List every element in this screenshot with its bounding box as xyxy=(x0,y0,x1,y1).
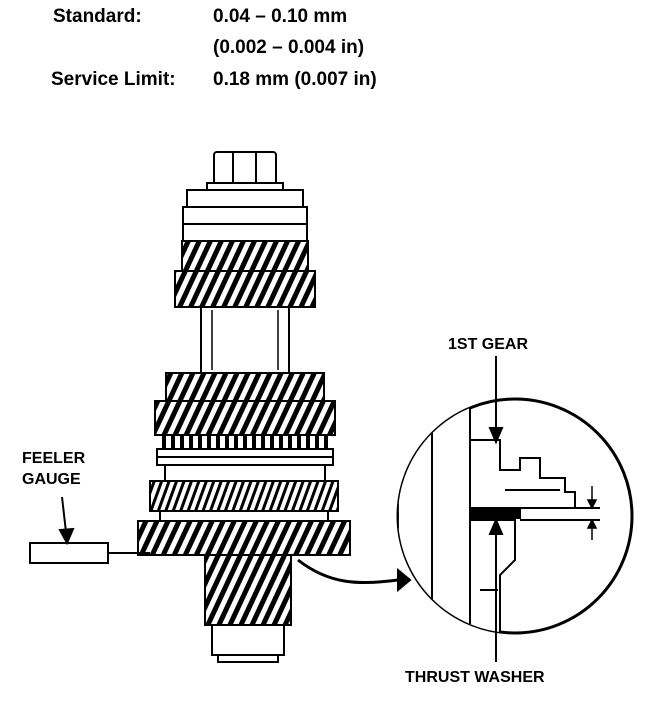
feeler-arrow xyxy=(58,496,75,546)
thrust-washer-arrow xyxy=(488,517,504,662)
shaft-nut xyxy=(206,151,284,192)
bottom-gear xyxy=(137,520,351,556)
feeler-gauge-label-line1: FEELER xyxy=(22,450,86,467)
standard-label: Standard: xyxy=(53,6,142,27)
detail-magnifier xyxy=(396,397,634,635)
service-limit-label: Service Limit: xyxy=(51,69,176,90)
lower-shaft-teeth xyxy=(204,554,292,626)
synchro-ring xyxy=(162,434,328,450)
service-limit-value: 0.18 mm (0.007 in) xyxy=(213,69,377,90)
first-gear-label: 1ST GEAR xyxy=(448,336,529,353)
middle-gear-2 xyxy=(154,400,336,436)
feeler-gauge-label-line2: GAUGE xyxy=(22,471,81,488)
first-gear xyxy=(149,480,339,512)
shaft-body xyxy=(200,306,290,374)
feeler-gauge xyxy=(29,542,150,564)
upper-gear-1 xyxy=(181,240,309,272)
middle-gear-1 xyxy=(165,372,325,402)
thrust-washer-label: THRUST WASHER xyxy=(405,669,545,686)
standard-value-in: (0.002 – 0.004 in) xyxy=(213,37,365,58)
first-gear-arrow xyxy=(488,356,504,445)
standard-value-mm: 0.04 – 0.10 mm xyxy=(213,6,348,27)
upper-gear-2 xyxy=(174,270,316,308)
bearing-collar xyxy=(182,189,308,242)
